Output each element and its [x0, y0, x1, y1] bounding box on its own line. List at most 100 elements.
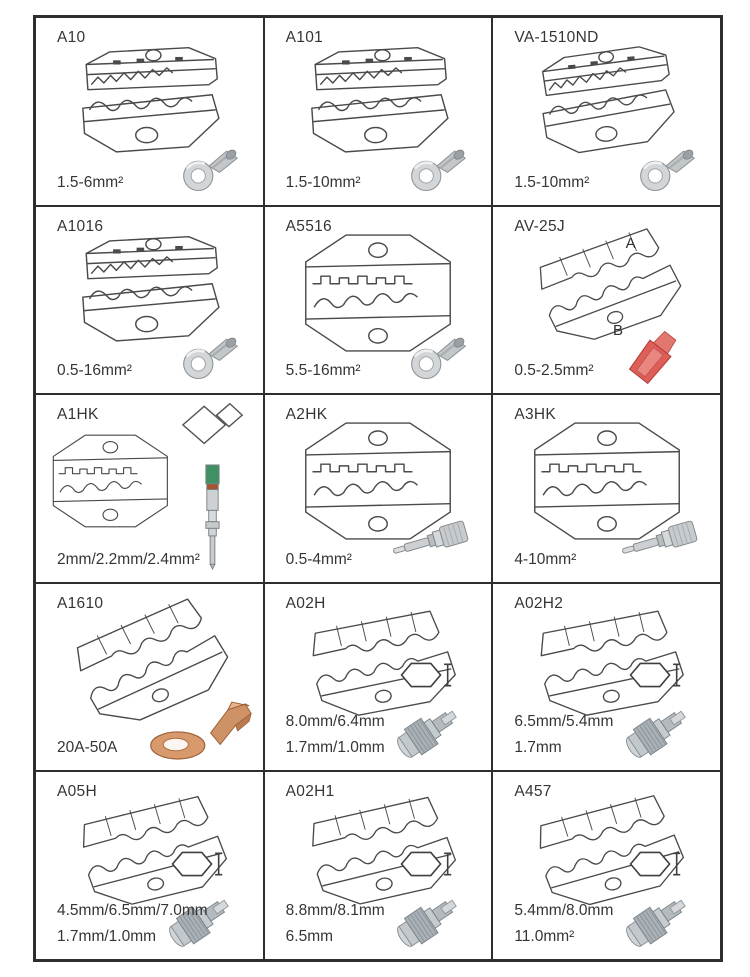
model-label: A5516: [285, 217, 332, 235]
size-specs: 4-10mm²: [514, 547, 576, 573]
hex-gauge-icon: [398, 657, 453, 693]
bnc-icon: [616, 701, 693, 764]
size-specs: 0.5-4mm²: [286, 547, 352, 573]
model-label: A10: [57, 29, 86, 46]
accessory-images: [387, 846, 464, 953]
hex-gauge-icon: [169, 846, 224, 882]
contact-pin-icon: [202, 464, 223, 570]
size-spec: 0.5-2.5mm²: [514, 362, 594, 380]
size-specs: 2mm/2.2mm/2.4mm²: [57, 547, 200, 573]
size-spec: 11.0mm²: [514, 928, 575, 945]
crimp-die-catalog-grid: A10 1.5-6mm² A101 1.5-10mm² VA-1510ND 1.…: [33, 15, 723, 962]
catalog-cell-va-1510nd: VA-1510ND 1.5-10mm²: [492, 17, 721, 206]
catalog-cell-a1016: A1016 0.5-16mm²: [35, 205, 264, 395]
catalog-cell-a02h: A02H 8.0mm/6.4mm 1.7mm/1.0mm: [263, 582, 493, 772]
accessory-images: [624, 327, 686, 389]
accessory-images: [616, 846, 693, 953]
size-specs: 1.5-10mm²: [514, 170, 589, 196]
model-label: A101: [285, 29, 324, 46]
model-label: A2HK: [285, 406, 328, 424]
hex-gauge-icon: [627, 657, 682, 693]
size-spec: 1.5-10mm²: [285, 173, 361, 191]
accessory-images: [405, 331, 468, 381]
hex-gauge-icon: [398, 846, 453, 882]
size-specs: 8.8mm/8.1mm 6.5mm: [286, 898, 385, 950]
die-marking: A: [625, 234, 636, 252]
size-spec: 1.5-10mm²: [514, 173, 590, 191]
size-specs: 4.5mm/6.5mm/7.0mm 1.7mm/1.0mm: [57, 898, 208, 950]
size-spec: 2mm/2.2mm/2.4mm²: [57, 550, 200, 568]
size-spec: 1.5-6mm²: [57, 173, 124, 191]
accessory-images: [616, 657, 693, 764]
size-spec: 5.4mm/8.0mm: [514, 902, 614, 919]
catalog-cell-a10: A10 1.5-6mm²: [35, 17, 264, 206]
red-disconnect-icon: [624, 327, 686, 389]
size-specs: 20A-50A: [57, 735, 117, 761]
model-label: A02H1: [285, 783, 335, 801]
ring-terminal-icon: [177, 331, 239, 381]
hex-gauge-icon: [627, 846, 682, 882]
accessory-images: [634, 143, 696, 192]
size-spec: 0.5-16mm²: [57, 362, 132, 380]
size-spec: 20A-50A: [57, 739, 118, 757]
catalog-cell-a3hk: A3HK 4-10mm²: [492, 394, 721, 583]
size-specs: 1.5-6mm²: [57, 170, 123, 196]
ring-terminal-icon: [634, 143, 696, 192]
size-spec: 5.5-16mm²: [285, 362, 361, 380]
size-specs: 0.5-2.5mm²: [514, 358, 593, 384]
bnc-icon: [387, 890, 464, 953]
ring-terminal-icon: [405, 143, 468, 192]
size-spec: 1.7mm/1.0mm: [57, 928, 157, 945]
model-label: VA-1510ND: [514, 29, 599, 46]
ring-terminal-icon: [177, 143, 239, 192]
size-spec: 1.7mm/1.0mm: [285, 739, 385, 757]
catalog-cell-a02h1: A02H1 8.8mm/8.1mm 6.5mm: [263, 771, 493, 960]
crimp-die-drawing: [44, 417, 177, 545]
catalog-cell-a2hk: A2HK 0.5-4mm²: [263, 394, 493, 583]
model-label: A05H: [57, 783, 97, 801]
catalog-cell-a5516: A5516 5.5-16mm²: [263, 205, 493, 395]
accessory-images: [387, 657, 464, 764]
bnc-icon: [616, 890, 693, 953]
accessory-images: [616, 518, 708, 566]
size-spec: 4.5mm/6.5mm/7.0mm: [57, 902, 208, 919]
size-specs: 0.5-16mm²: [57, 358, 132, 384]
size-spec: 6.5mm: [285, 928, 334, 945]
catalog-cell-a05h: A05H 4.5mm/6.5mm/7.0mm 1.7mm/1.0mm: [35, 771, 264, 960]
accessory-images: [143, 700, 255, 762]
model-label: A02H: [285, 594, 326, 612]
size-spec: 0.5-4mm²: [285, 550, 352, 568]
catalog-cell-a101: A101 1.5-10mm²: [263, 17, 493, 206]
catalog-cell-a1610: A1610 20A-50A: [35, 582, 264, 772]
ferrule-pin-icon: [616, 518, 708, 566]
copper-lug-icon: [143, 700, 255, 762]
model-label: A457: [514, 783, 552, 801]
model-label: A1HK: [57, 406, 99, 424]
catalog-cell-a1hk: A1HK 2mm/2.2mm/2.4mm²: [35, 394, 264, 583]
accessory-images: [177, 331, 239, 381]
accessory-images: [387, 518, 479, 566]
model-label: A1016: [57, 217, 104, 235]
size-specs: 5.4mm/8.0mm 11.0mm²: [514, 898, 613, 950]
model-label: A1610: [57, 594, 104, 612]
die-marking: B: [612, 322, 623, 340]
bnc-icon: [387, 701, 464, 764]
size-specs: 8.0mm/6.4mm 1.7mm/1.0mm: [286, 709, 385, 761]
accessory-images: [405, 143, 468, 192]
size-spec: 1.7mm: [514, 739, 562, 757]
accessory-images: [177, 143, 239, 192]
size-spec: 8.0mm/6.4mm: [285, 713, 385, 731]
ferrule-pin-icon: [387, 518, 479, 566]
catalog-cell-a457: A457 5.4mm/8.0mm 11.0mm²: [492, 771, 721, 960]
size-specs: 5.5-16mm²: [286, 358, 361, 384]
size-spec: 8.8mm/8.1mm: [285, 902, 385, 919]
model-label: A3HK: [514, 406, 557, 424]
diamond-icon: [181, 401, 245, 447]
size-specs: 1.5-10mm²: [286, 170, 361, 196]
model-label: A02H2: [514, 594, 564, 612]
